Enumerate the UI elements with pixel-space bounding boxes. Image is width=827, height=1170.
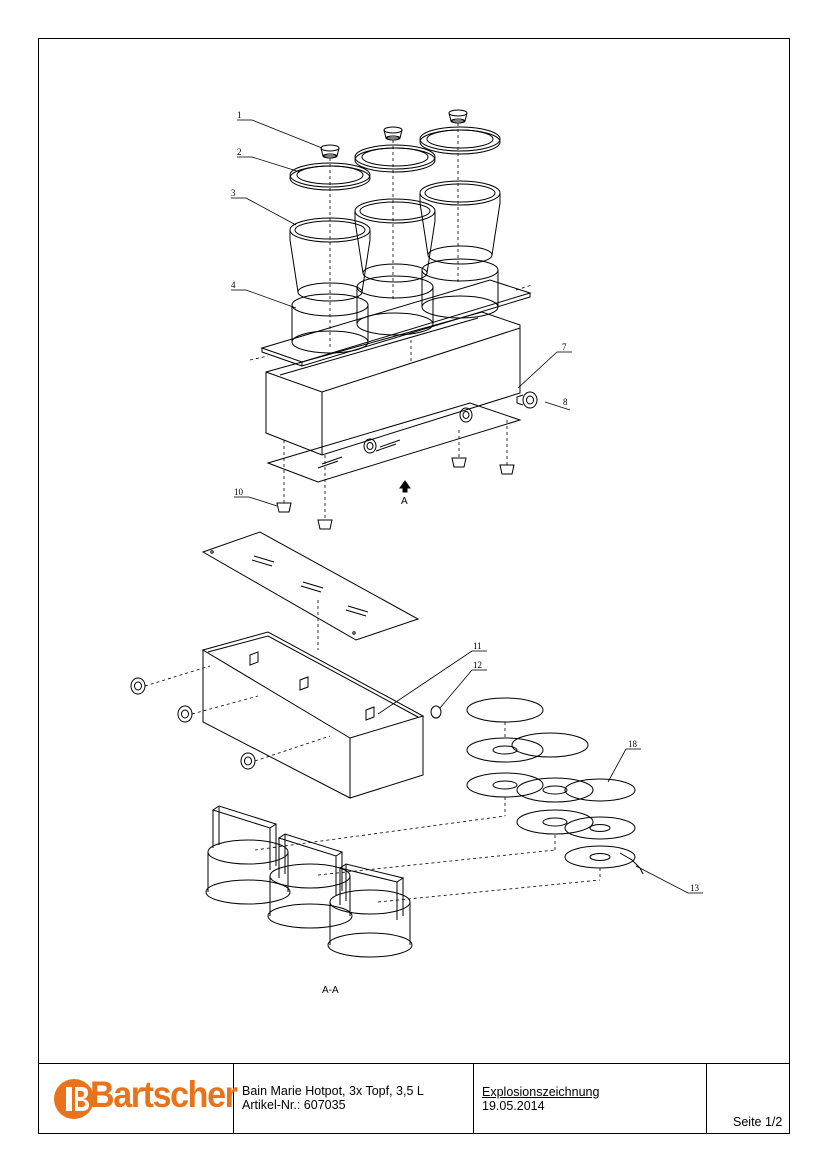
document-date: 19.05.2014	[482, 1099, 545, 1113]
top-plate	[260, 279, 532, 367]
lower-housing	[201, 631, 425, 799]
article-number: Artikel-Nr.: 607035	[242, 1098, 346, 1112]
part-number-labels: 1 2 3 4 7 8 10 11 12 18 13	[231, 110, 700, 893]
side-knobs	[130, 677, 442, 770]
product-cell: Bain Marie Hotpot, 3x Topf, 3,5 L Artike…	[234, 1064, 474, 1134]
assembly-lines	[144, 123, 601, 903]
section-label: A-A	[322, 985, 339, 996]
part-number-11: 11	[473, 641, 482, 651]
part-number-3: 3	[231, 188, 236, 198]
part-number-1: 1	[237, 110, 242, 120]
part-number-10: 10	[234, 487, 244, 497]
logo-cell: Bartscher	[38, 1064, 238, 1134]
bartscher-logo-mark-icon	[54, 1079, 94, 1119]
view-arrow-label: A	[401, 496, 408, 507]
part-number-13: 13	[690, 883, 700, 893]
control-knobs	[363, 391, 538, 454]
part-number-4: 4	[231, 280, 236, 290]
part-number-8: 8	[563, 397, 568, 407]
part-number-18: 18	[628, 739, 638, 749]
document-cell: Explosionszeichnung 19.05.2014	[474, 1064, 707, 1134]
logo-wordmark: Bartscher	[90, 1074, 238, 1115]
feet	[276, 457, 515, 530]
part-number-12: 12	[473, 660, 482, 670]
title-block: Bartscher Bain Marie Hotpot, 3x Topf, 3,…	[38, 1063, 790, 1134]
document-type: Explosionszeichnung	[482, 1085, 600, 1099]
product-name: Bain Marie Hotpot, 3x Topf, 3,5 L	[242, 1084, 424, 1098]
part-number-7: 7	[562, 342, 567, 352]
page-number: Seite 1/2	[733, 1115, 783, 1129]
lid-knobs	[320, 109, 468, 159]
page-cell: Seite 1/2	[707, 1064, 790, 1134]
view-arrow	[399, 480, 411, 493]
part-number-2: 2	[237, 147, 242, 157]
pots	[289, 180, 501, 302]
housing	[265, 311, 521, 456]
heating-wells	[205, 805, 413, 958]
leader-lines	[231, 119, 703, 894]
base-plate	[201, 531, 420, 641]
drawing-sheet-border	[38, 38, 790, 1134]
